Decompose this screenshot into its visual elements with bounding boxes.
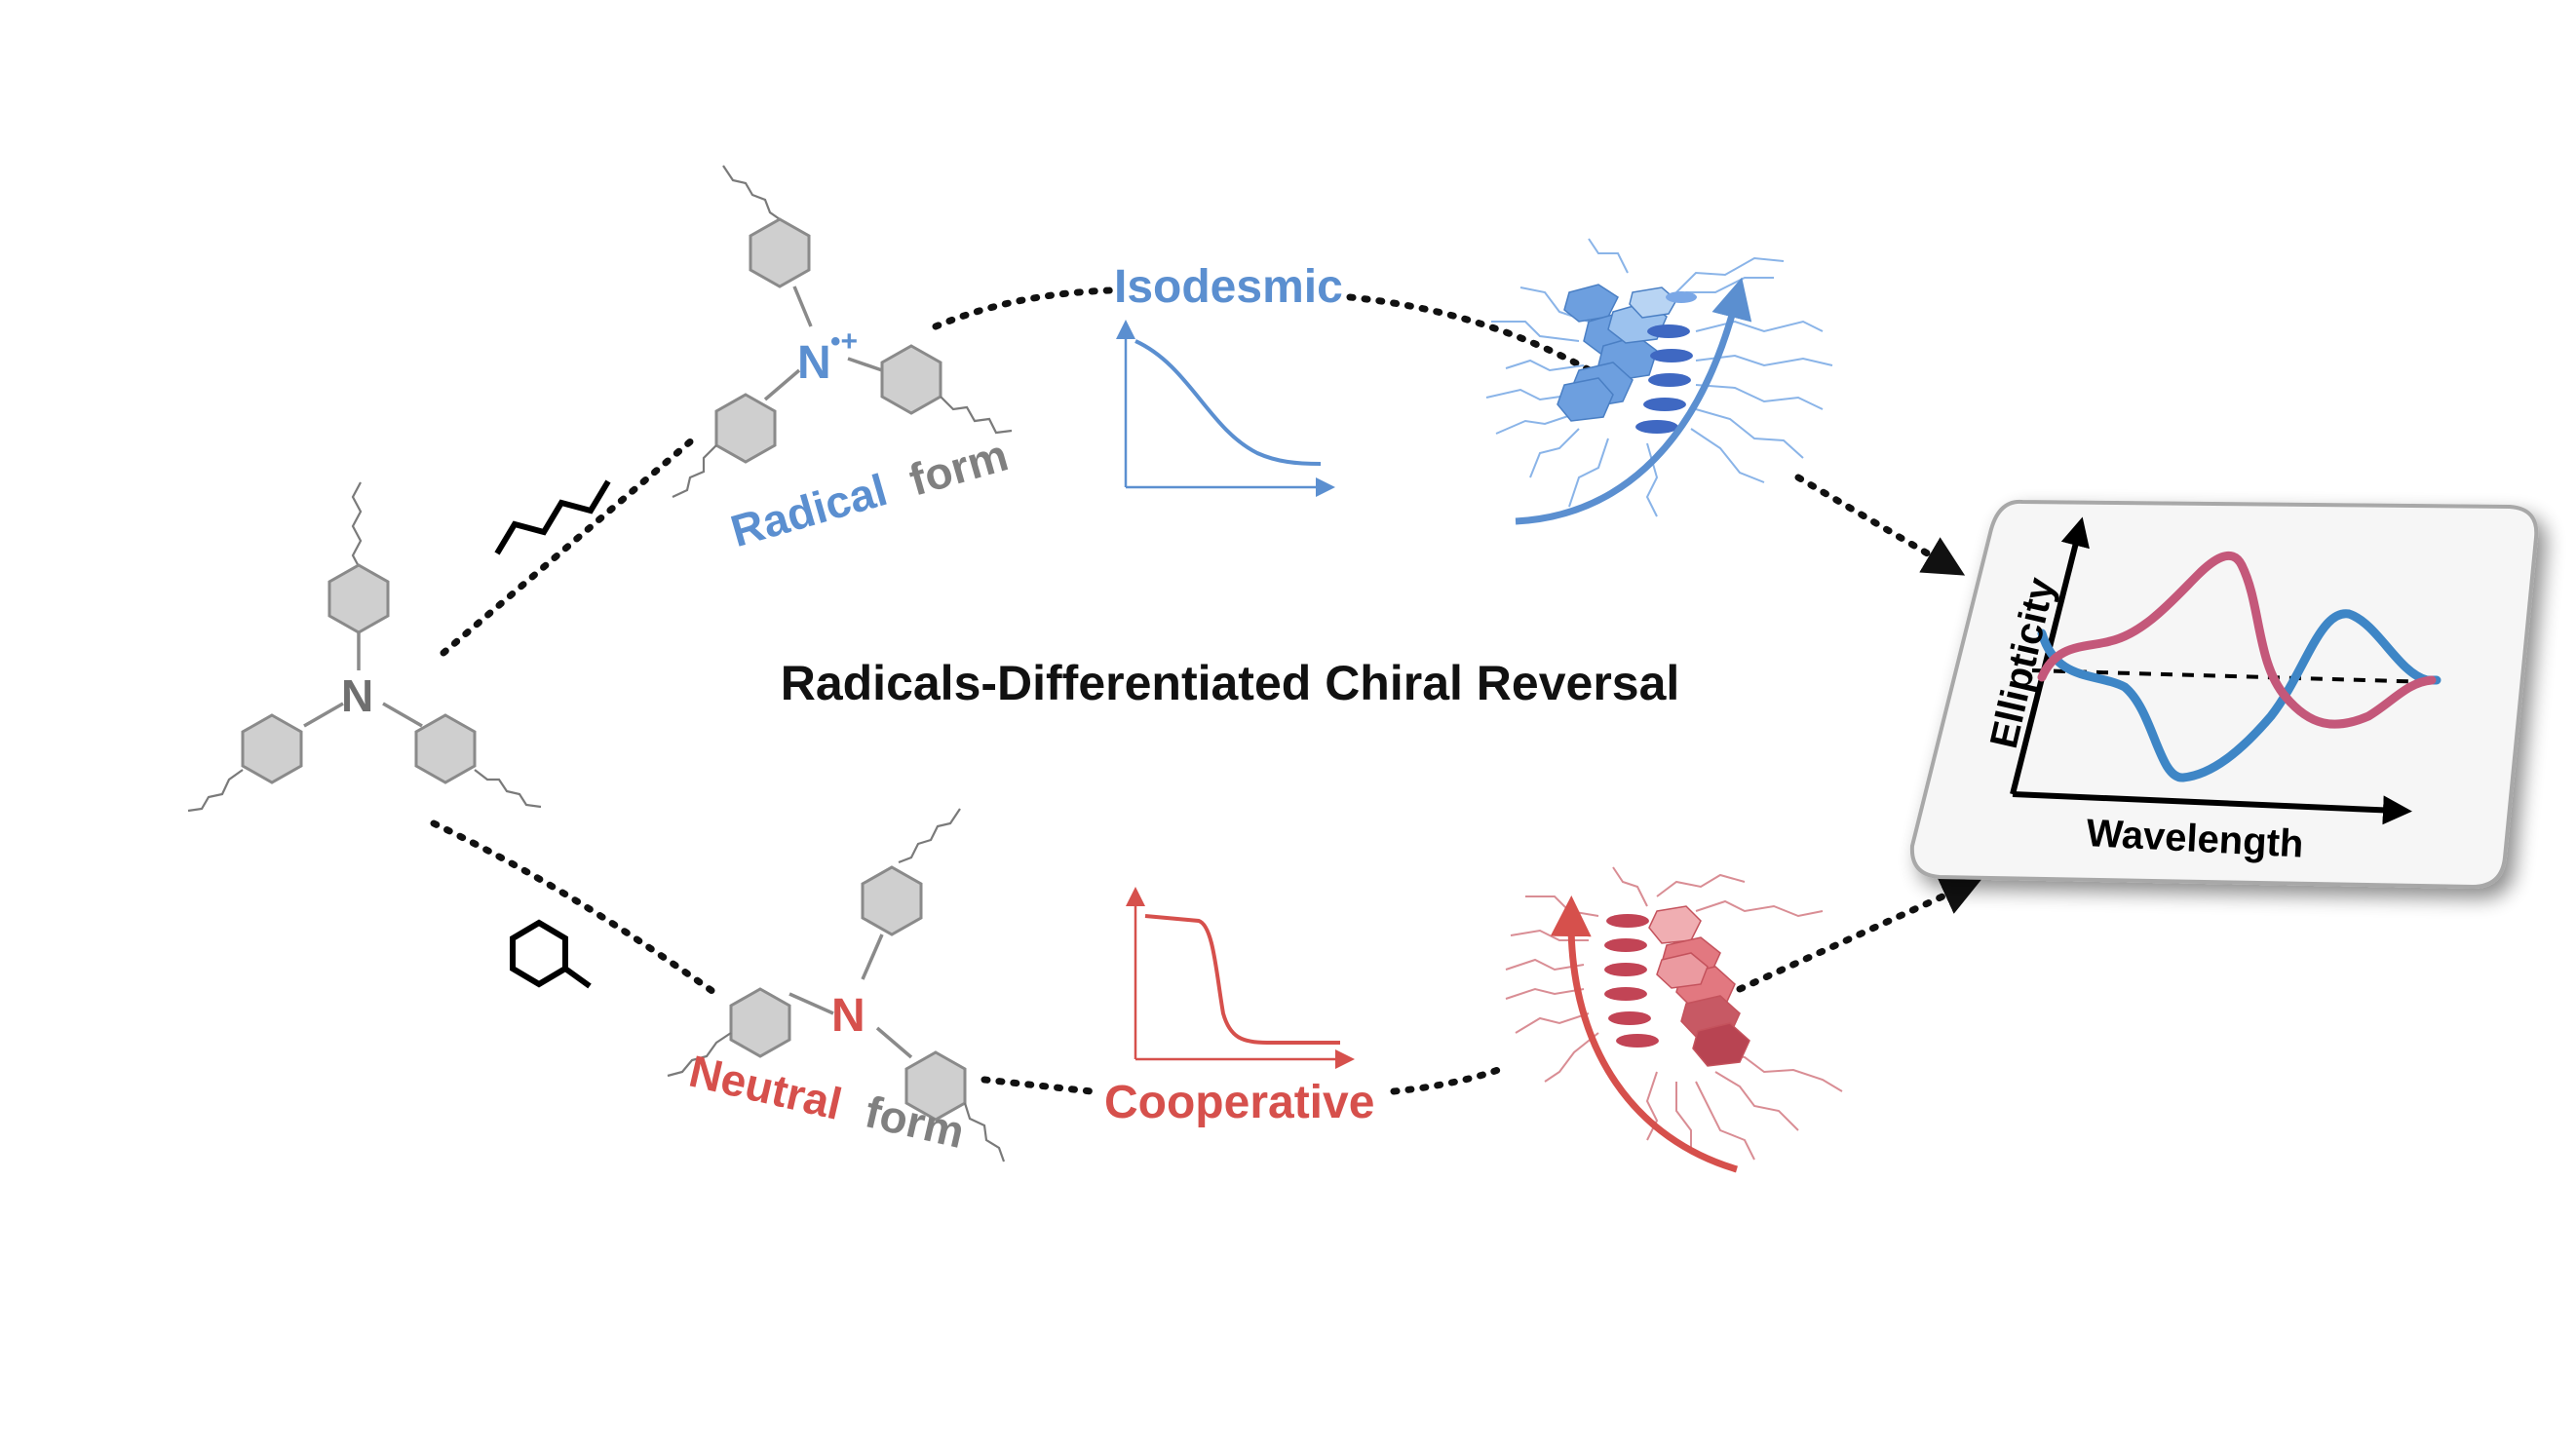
benzene-ring-right [414, 713, 477, 784]
benzene-ring-radical-right [880, 344, 942, 415]
cd-spectrum-panel: Ellipticity Wavelength [1909, 499, 2539, 890]
cd-panel-card [1909, 499, 2539, 890]
x-axis [2012, 791, 2412, 825]
radical-cation-superscript: •+ [830, 325, 858, 358]
dotted-line-central-to-neutral [430, 819, 720, 998]
blue-helical-assembly [1485, 238, 1833, 525]
benzene-ring-radical-left [714, 393, 777, 464]
dotted-line-central-to-radical [440, 435, 698, 657]
neutral-word: Neutral [684, 1046, 846, 1129]
pathway-lines [430, 286, 1983, 1095]
radical-word: Radical [725, 464, 893, 556]
arrow-blue-assembly-to-cd [1794, 474, 1966, 576]
dotted-line-radical-to-isodesmic [932, 286, 1115, 330]
benzene-ring-radical-top [749, 217, 811, 288]
isodesmic-label: Isodesmic [1114, 261, 1343, 313]
radical-molecule: N •+ [672, 165, 1013, 498]
dotted-line-cooperative-to-assembly [1390, 1063, 1510, 1095]
cd-curve-blue [2037, 609, 2441, 782]
neutral-molecule: N [667, 808, 1006, 1162]
cooperative-label: Cooperative [1104, 1077, 1374, 1128]
benzene-ring-neutral-left [729, 987, 791, 1058]
form-word-radical: form [904, 429, 1014, 505]
isodesmic-curve-plot [1116, 320, 1335, 497]
alkane-solvent-icon [494, 479, 611, 555]
diagram-title: Radicals-Differentiated Chiral Reversal [781, 656, 1680, 710]
isodesmic-curve [1134, 339, 1322, 466]
radical-nitrogen-atom: N [797, 337, 831, 389]
zero-baseline [2031, 668, 2433, 684]
central-nitrogen-atom: N [341, 670, 373, 721]
cd-curve-pink [2037, 551, 2437, 729]
cyclohexane-solvent-icon [510, 919, 592, 989]
central-molecule: N [187, 481, 542, 813]
blue-helix-arrow [1515, 277, 1752, 525]
dotted-line-isodesmic-to-assembly [1346, 293, 1602, 379]
cooperative-curve [1144, 914, 1340, 1045]
benzene-ring-neutral-top [861, 865, 923, 936]
red-helical-assembly [1505, 866, 1843, 1173]
benzene-ring-neutral-right [904, 1050, 967, 1122]
dotted-line-neutral-to-cooperative [980, 1076, 1096, 1095]
benzene-ring-top [327, 563, 390, 634]
cooperative-curve-plot [1126, 887, 1355, 1069]
benzene-ring-left [241, 713, 303, 784]
neutral-nitrogen-atom: N [831, 990, 865, 1042]
red-helix-arrow [1550, 895, 1738, 1173]
arrow-red-assembly-to-cd [1736, 876, 1983, 993]
